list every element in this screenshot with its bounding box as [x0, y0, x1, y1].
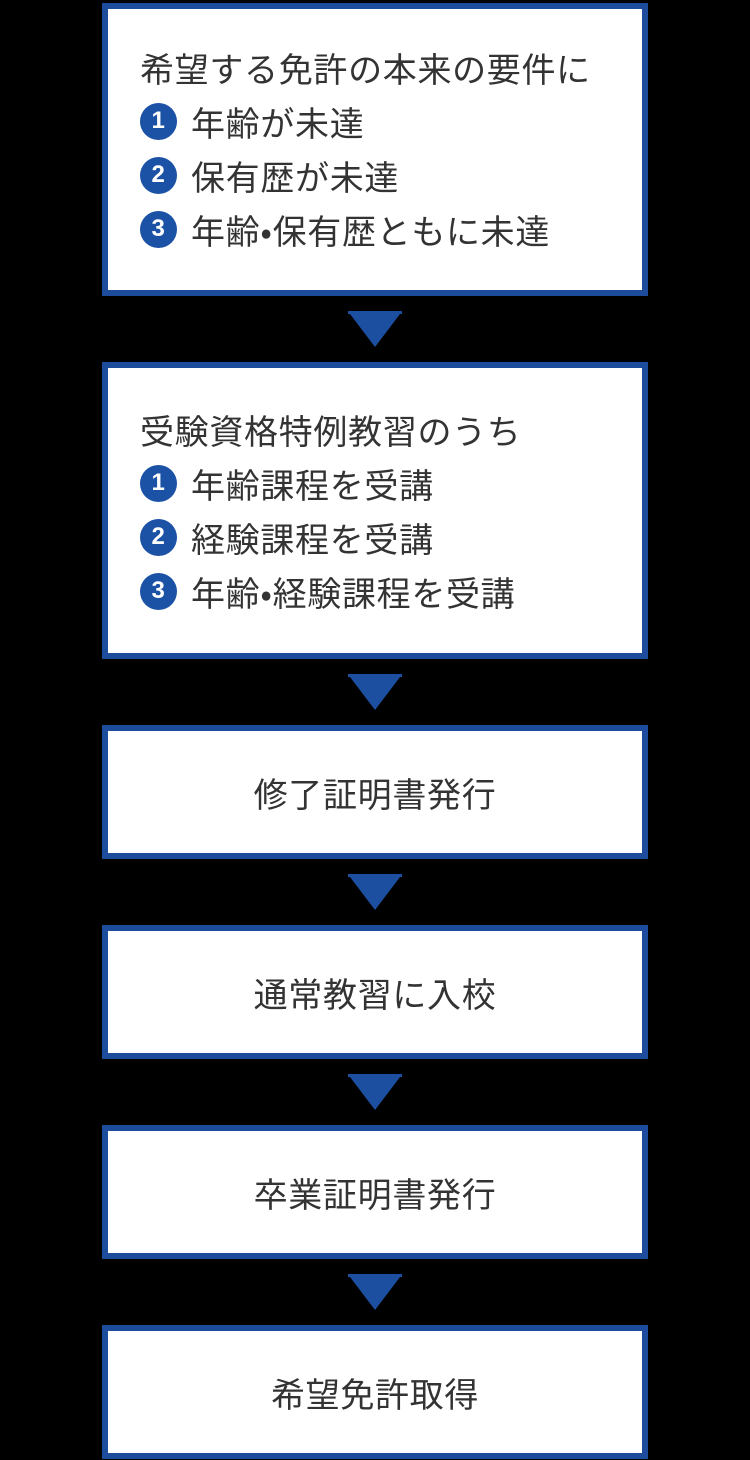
step-item: 2 経験課程を受講: [140, 510, 630, 564]
flow-step-requirements: 希望する免許の本来の要件に 1 年齢が未達 2 保有歴が未達 3 年齢・保有歴と…: [102, 3, 648, 296]
arrow-down-icon: [348, 674, 402, 710]
circled-3-icon: 3: [140, 210, 177, 248]
step-label: 通常教習に入校: [253, 976, 497, 1015]
arrow-down-icon: [348, 1074, 402, 1110]
step-item: 1 年齢課程を受講: [140, 456, 630, 510]
step-label: 希望免許取得: [270, 1376, 480, 1415]
circled-1-icon: 1: [140, 464, 177, 502]
flow-step-license-acquisition: 希望免許取得: [102, 1325, 648, 1459]
step-item: 3 年齢・経験課程を受講: [140, 564, 630, 618]
step-label: 卒業証明書発行: [253, 1176, 497, 1215]
step-label: 修了証明書発行: [253, 776, 497, 815]
circled-2-icon: 2: [140, 518, 177, 556]
step-item-label: 保有歴が未達: [191, 159, 400, 198]
flow-step-special-training: 受験資格特例教習のうち 1 年齢課程を受講 2 経験課程を受講 3 年齢・経験課…: [102, 362, 648, 659]
step-item-label: 年齢・保有歴ともに未達: [191, 213, 551, 252]
step-item: 2 保有歴が未達: [140, 148, 630, 202]
step-item-label: 年齢・経験課程を受講: [191, 575, 516, 614]
arrow-down-icon: [348, 311, 402, 347]
flow-step-regular-training: 通常教習に入校: [102, 925, 648, 1059]
step-heading: 受験資格特例教習のうち: [140, 413, 522, 452]
flow-step-completion-certificate: 修了証明書発行: [102, 725, 648, 859]
step-item-label: 年齢課程を受講: [191, 467, 434, 506]
circled-3-icon: 3: [140, 572, 177, 610]
arrow-down-icon: [348, 874, 402, 910]
circled-2-icon: 2: [140, 156, 177, 194]
step-heading: 希望する免許の本来の要件に: [140, 51, 591, 90]
step-item: 3 年齢・保有歴ともに未達: [140, 202, 630, 256]
flow-step-graduation-certificate: 卒業証明書発行: [102, 1125, 648, 1259]
arrow-down-icon: [348, 1274, 402, 1310]
step-item-label: 年齢が未達: [191, 105, 365, 144]
circled-1-icon: 1: [140, 102, 177, 140]
step-item: 1 年齢が未達: [140, 94, 630, 148]
step-item-label: 経験課程を受講: [191, 521, 434, 560]
